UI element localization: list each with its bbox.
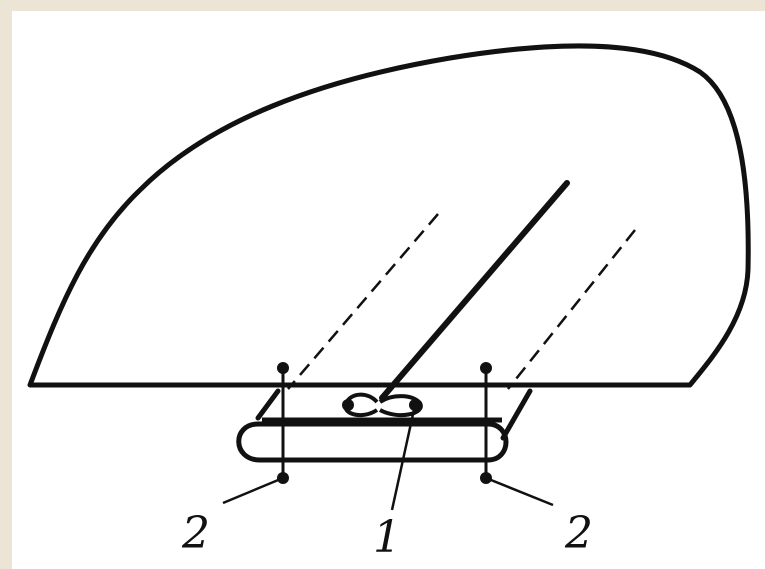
- hem-lower-loop: [236, 421, 509, 463]
- leader-left: [222, 476, 284, 505]
- leader-right: [485, 476, 554, 507]
- label-right-2: 2: [564, 508, 593, 559]
- leader-center: [390, 404, 417, 511]
- guide-line-dashed-right: [507, 229, 636, 390]
- hem-fold-right-edge: [500, 388, 533, 441]
- hem-fold-left-edge: [255, 388, 281, 421]
- diagram-panel: [12, 11, 765, 569]
- seam-line-solid: [379, 180, 570, 401]
- right-top-point: [480, 362, 492, 374]
- left-top-point: [277, 362, 289, 374]
- center-left-point: [342, 399, 354, 411]
- guide-line-dashed-left: [287, 213, 439, 390]
- label-left-2: 2: [181, 508, 210, 559]
- label-center-1: 1: [373, 512, 401, 563]
- fabric-outline: [27, 43, 751, 388]
